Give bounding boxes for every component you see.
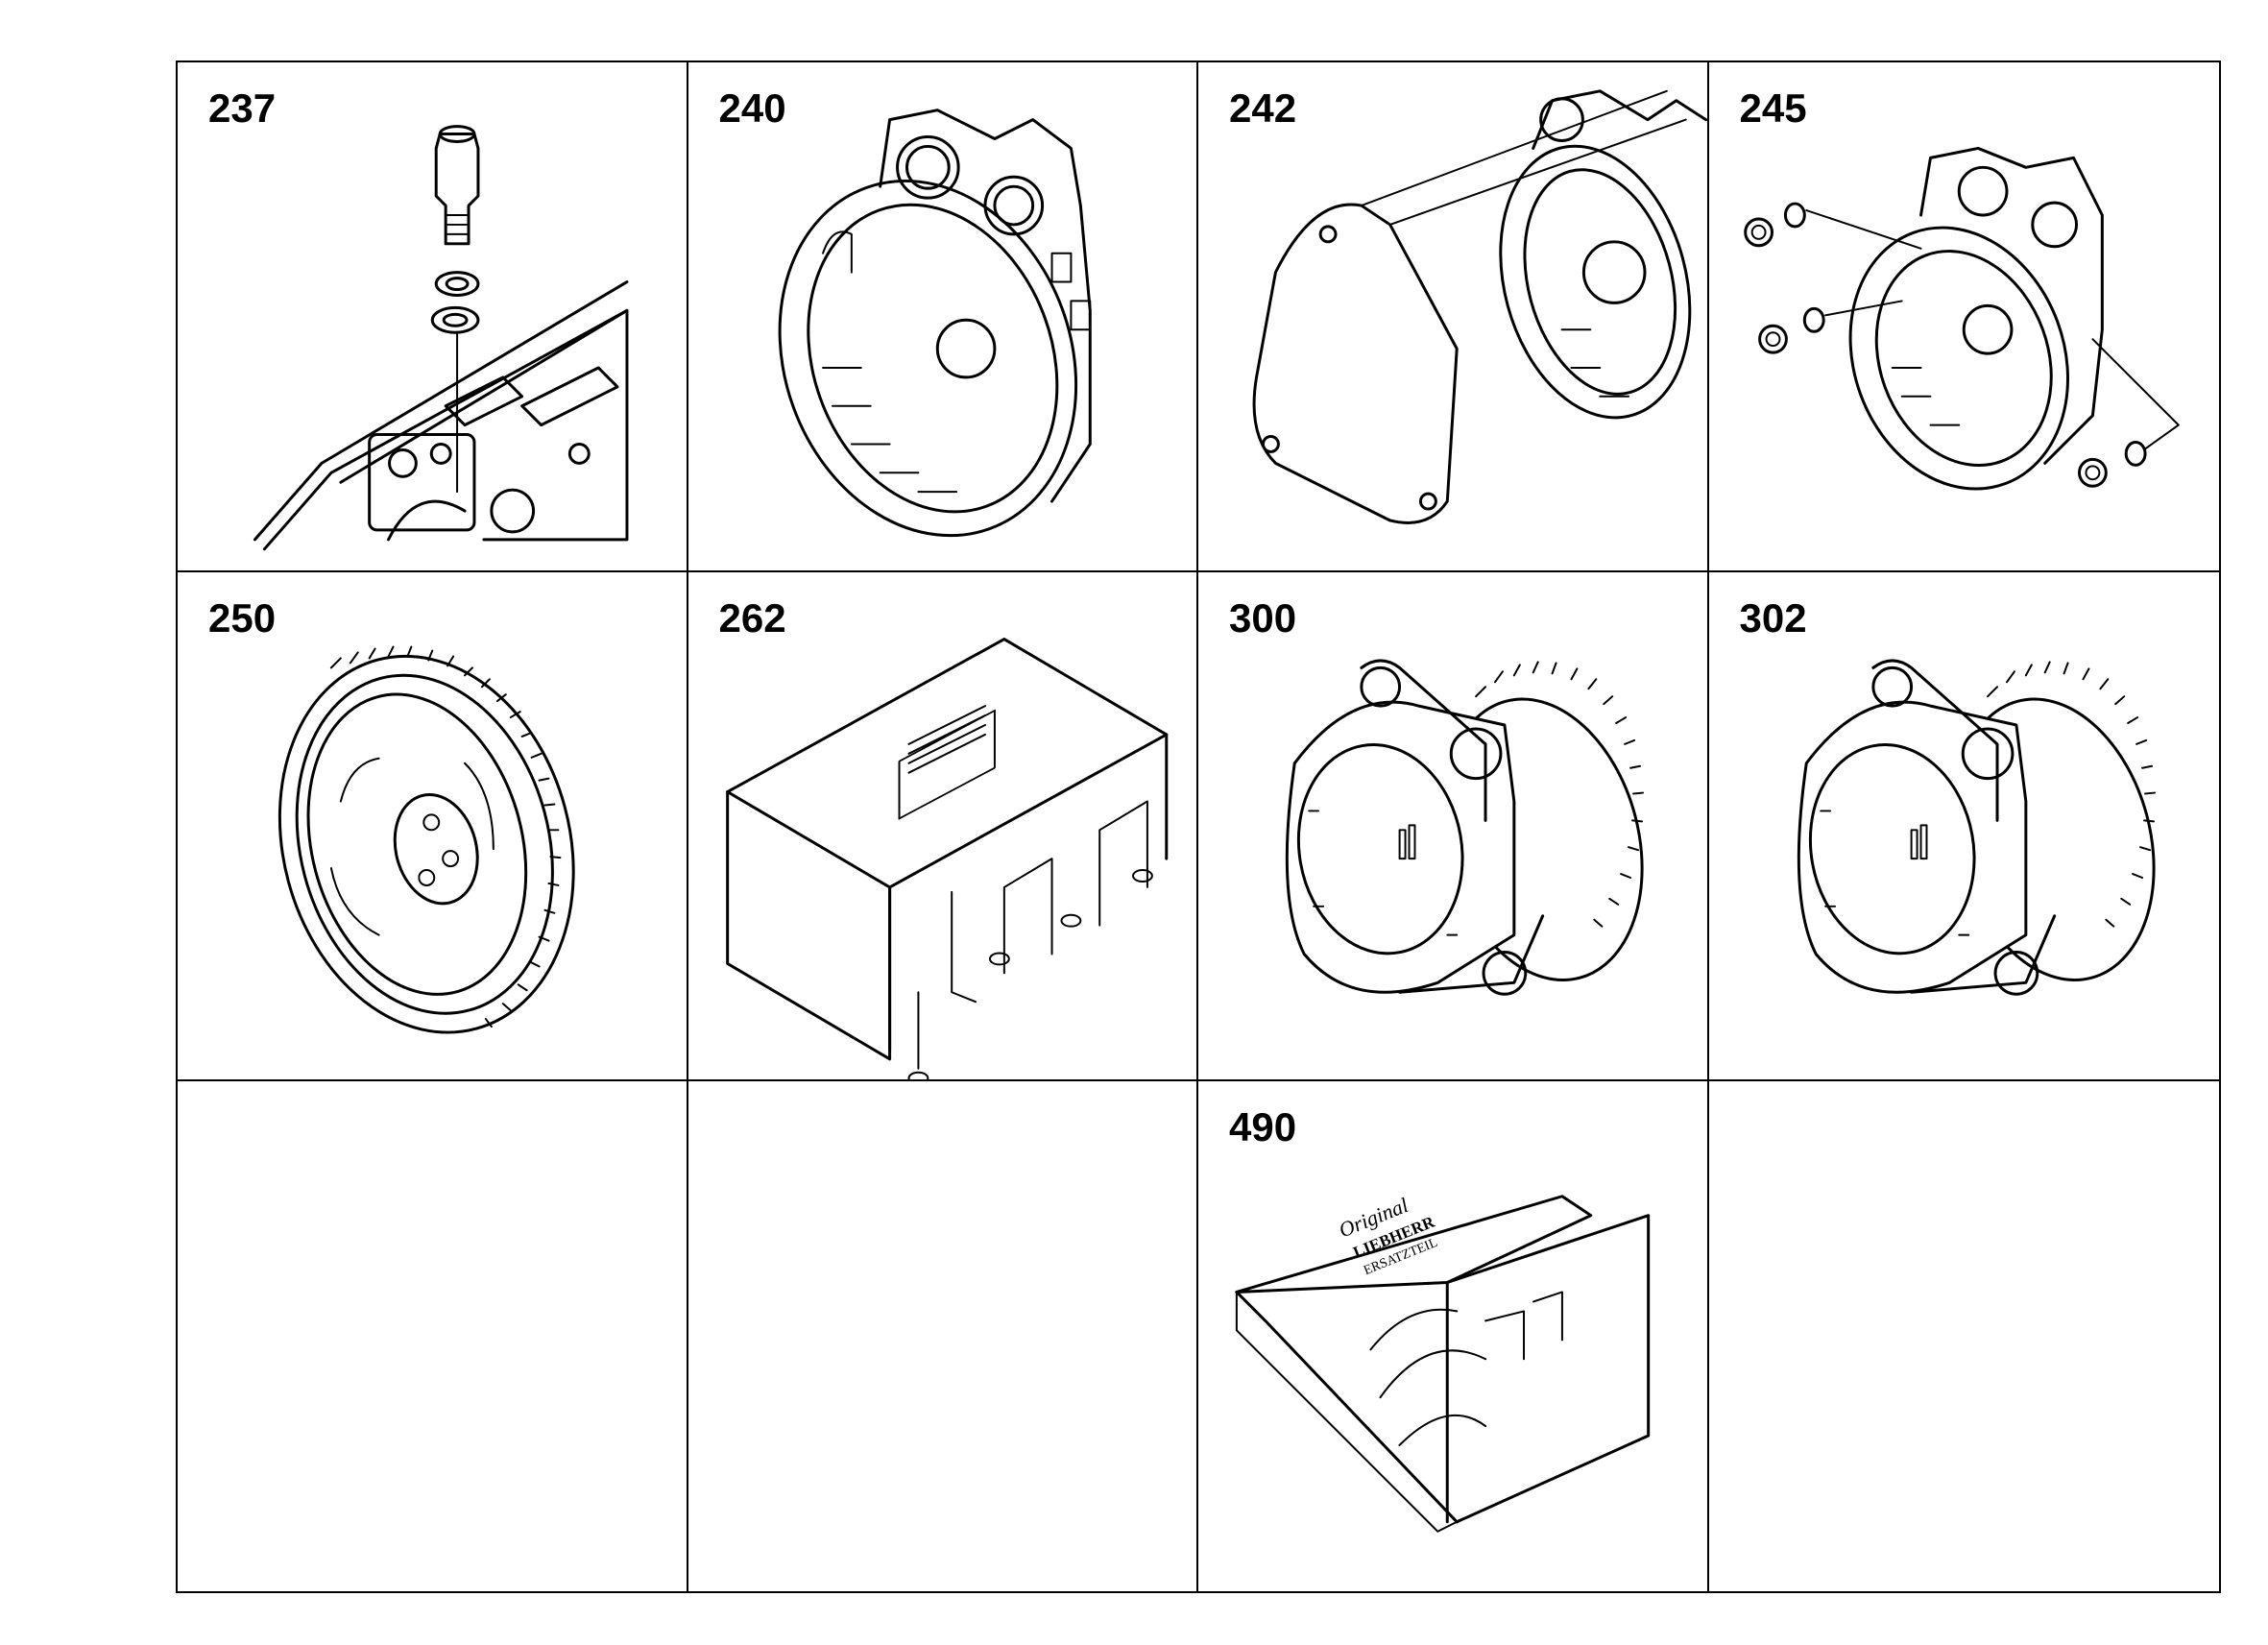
- cell-262[interactable]: 262: [688, 571, 1198, 1082]
- part-number: 242: [1229, 85, 1297, 131]
- cover-plate-illustration: [1252, 89, 1707, 524]
- part-number: 237: [208, 85, 277, 131]
- power-take-off-illustration: [1285, 659, 1644, 996]
- flywheel-illustration: [277, 645, 575, 1034]
- cell-237[interactable]: 237: [178, 62, 688, 572]
- flywheel-housing-illustration: [778, 109, 1092, 538]
- housing-with-screws-illustration: [1743, 146, 2180, 491]
- cell-empty: [1709, 1081, 2220, 1591]
- part-number: 300: [1229, 594, 1297, 641]
- power-take-off-illustration: [1797, 659, 2156, 996]
- cell-300[interactable]: 300: [1198, 571, 1709, 1082]
- cell-242[interactable]: 242: [1198, 62, 1709, 572]
- banjo-bolt-illustration: [253, 125, 629, 551]
- cell-302[interactable]: 302: [1708, 572, 2219, 1082]
- cell-empty: [688, 1081, 1198, 1591]
- parts-kit-box-illustration: Original LIEBHERR ERSATZTEIL: [1235, 1193, 1651, 1534]
- part-number: 250: [208, 594, 277, 641]
- parts-grid: 237 240: [176, 60, 2221, 1593]
- cell-empty: [178, 1081, 688, 1591]
- cell-490[interactable]: 490 Original LIEBHERR ERSATZTEIL: [1198, 1081, 1709, 1591]
- part-number: 262: [718, 594, 786, 641]
- part-number: 302: [1739, 594, 1807, 641]
- part-number: 240: [718, 85, 786, 131]
- part-number: 245: [1739, 85, 1807, 131]
- cell-250[interactable]: 250: [178, 571, 688, 1082]
- cell-240[interactable]: 240: [688, 62, 1198, 572]
- cell-245[interactable]: 245: [1708, 62, 2219, 572]
- protective-cover-illustration: [725, 637, 1168, 1080]
- part-number: 490: [1229, 1104, 1297, 1150]
